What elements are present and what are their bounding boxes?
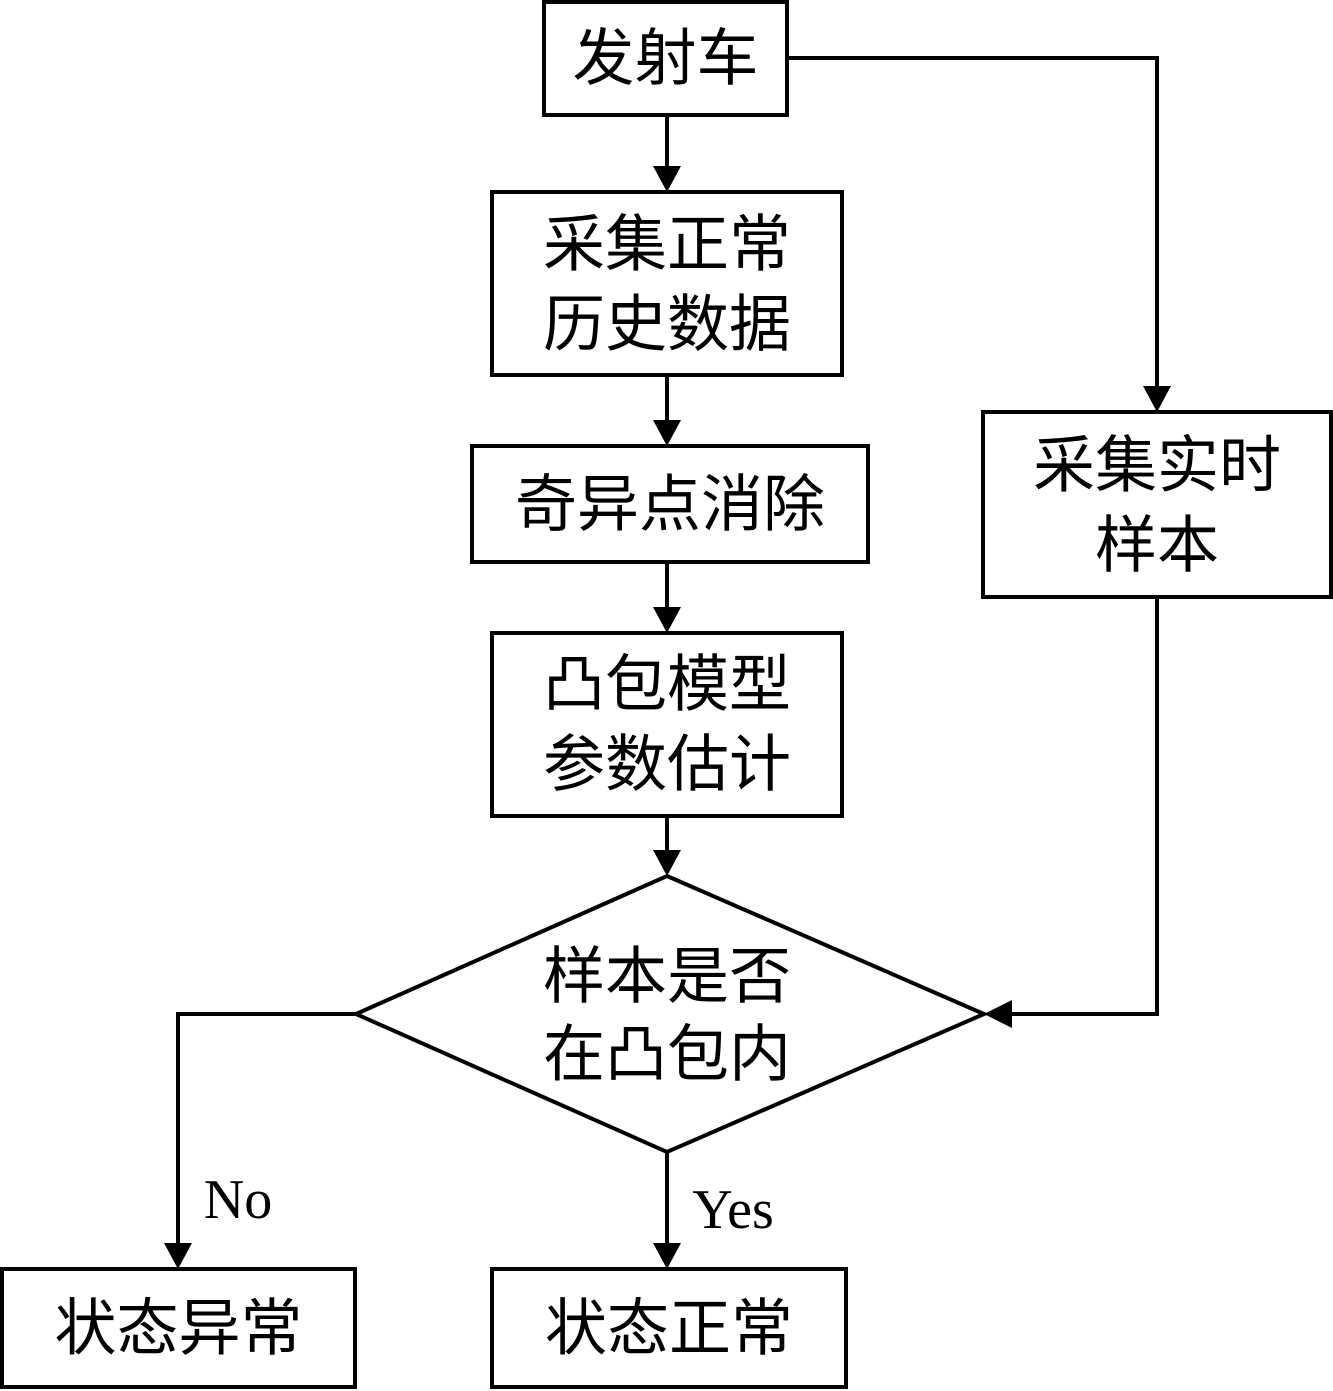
arrowhead-normal	[653, 1243, 681, 1269]
edge-label-no: No	[204, 1169, 272, 1231]
node-outlier-removal-line-1: 奇异点消除	[515, 468, 825, 541]
node-collect-history-line-2: 历史数据	[543, 288, 791, 361]
arrowhead-outlier	[653, 420, 681, 446]
arrowhead-realtime	[1143, 386, 1171, 412]
node-collect-history-line-1: 采集正常	[543, 208, 791, 281]
node-hull-estimation: 凸包模型 参数估计	[490, 631, 844, 818]
arrowhead-decision-right	[984, 1000, 1012, 1028]
node-hull-estimation-line-1: 凸包模型	[543, 648, 791, 721]
node-normal-line-1: 状态正常	[545, 1292, 793, 1365]
edge-label-yes: Yes	[692, 1179, 773, 1241]
edge-decision-no	[176, 1012, 356, 1245]
arrowhead-hull	[653, 607, 681, 633]
node-collect-history: 采集正常 历史数据	[490, 190, 844, 377]
node-launcher: 发射车	[542, 0, 789, 117]
node-hull-estimation-line-2: 参数估计	[543, 728, 791, 801]
node-launcher-line-1: 发射车	[572, 22, 758, 95]
node-collect-realtime: 采集实时 样本	[981, 410, 1333, 599]
arrowhead-decision-top	[653, 850, 681, 876]
node-normal: 状态正常	[490, 1267, 848, 1389]
node-outlier-removal: 奇异点消除	[470, 444, 870, 564]
edge-launcher-to-realtime	[787, 56, 1159, 388]
node-decision-line-2: 在凸包内	[543, 1018, 791, 1091]
node-abnormal-line-1: 状态异常	[54, 1292, 302, 1365]
edge-realtime-to-decision	[1008, 597, 1159, 1016]
node-decision-line-1: 样本是否	[543, 940, 791, 1013]
node-collect-realtime-line-2: 样本	[1095, 509, 1219, 582]
node-abnormal: 状态异常	[0, 1267, 357, 1389]
arrowhead-history	[653, 166, 681, 192]
node-decision: 样本是否 在凸包内	[351, 873, 990, 1155]
arrowhead-abnormal	[164, 1243, 192, 1269]
node-collect-realtime-line-1: 采集实时	[1033, 429, 1281, 502]
